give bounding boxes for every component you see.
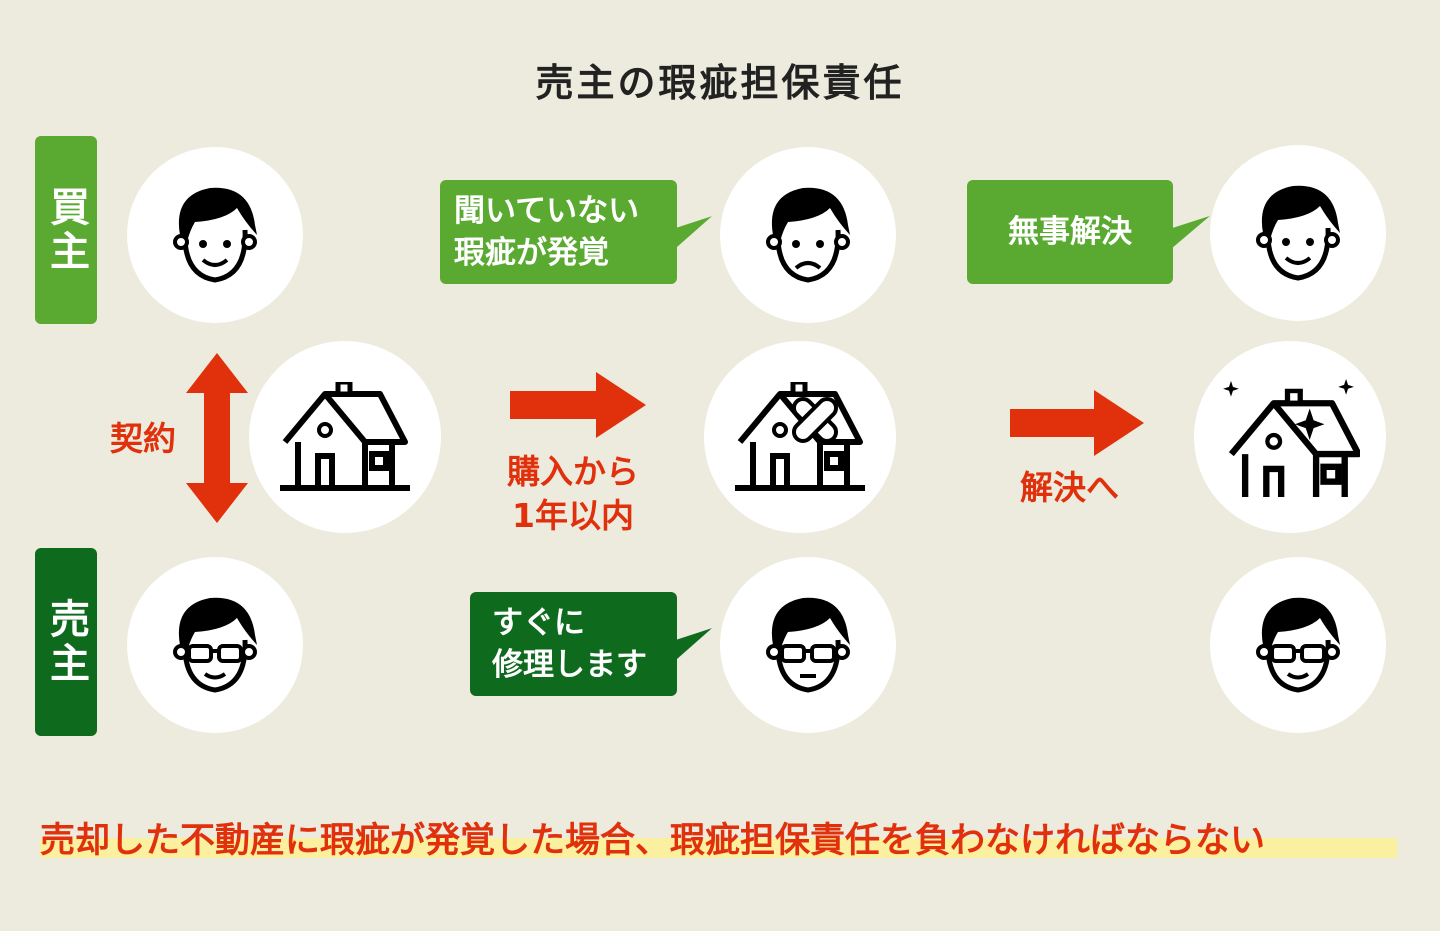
repaired-house-circle [1194, 341, 1386, 533]
within-year-line-1: 購入から [507, 452, 639, 491]
buyer-sad-face-circle [720, 147, 896, 323]
footer-statement: 売却した不動産に瑕疵が発覚した場合、瑕疵担保責任を負わなければならない [40, 821, 1266, 861]
bubble-line: すぐに [492, 605, 585, 641]
right-arrow-icon [510, 372, 646, 438]
resolve-label: 解決へ [1020, 468, 1119, 507]
seller-label: 売主 [35, 548, 97, 736]
bubble-line: 修理します [492, 647, 647, 683]
buyer-happy-face-icon [165, 180, 265, 290]
seller-happy-face-circle [127, 557, 303, 733]
house-circle [249, 341, 441, 533]
diagram-title: 売主の瑕疵担保責任 [535, 61, 905, 105]
sparkling-house-icon [1220, 378, 1360, 497]
seller-happy-face-circle [1210, 557, 1386, 733]
resolved-bubble: 無事解決 [967, 180, 1210, 284]
footer-highlight [40, 838, 1397, 858]
bandaged-house-icon [735, 382, 865, 492]
bubble-line: 瑕疵が発覚 [454, 235, 609, 271]
repair-promise-bubble: すぐに 修理します [470, 592, 712, 696]
right-arrow-icon [1010, 390, 1144, 456]
within-year-line-2: 1年以内 [512, 496, 634, 535]
contract-double-arrow-icon [186, 353, 248, 523]
buyer-label: 買主 [35, 136, 97, 324]
defect-found-bubble: 聞いていない 瑕疵が発覚 [440, 180, 712, 284]
within-one-year-label: 購入から 1年以内 [507, 450, 639, 538]
seller-neutral-face-circle [720, 557, 896, 733]
bubble-line: 無事解決 [1008, 214, 1132, 250]
damaged-house-circle [704, 341, 896, 533]
seller-glasses-face-icon [165, 590, 265, 700]
seller-neutral-glasses-face-icon [758, 590, 858, 700]
buyer-happy-face-circle [1210, 145, 1386, 321]
buyer-sad-face-icon [758, 180, 858, 290]
bubble-line: 聞いていない [454, 193, 640, 229]
buyer-happy-face-circle [127, 147, 303, 323]
seller-glasses-face-icon [1248, 590, 1348, 700]
contract-label: 契約 [110, 419, 176, 458]
buyer-happy-face-icon [1248, 178, 1348, 288]
house-icon [280, 382, 410, 492]
